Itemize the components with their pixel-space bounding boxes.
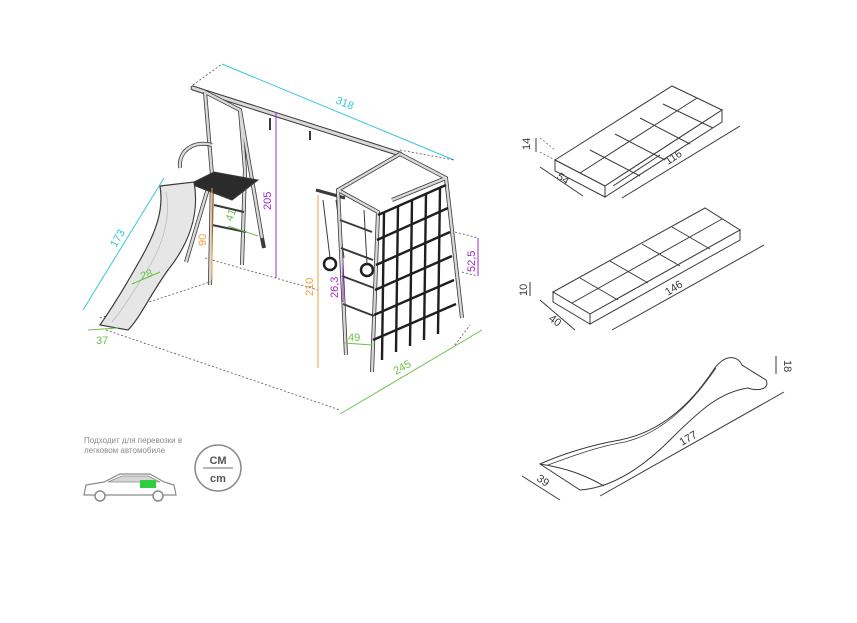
dim-210: 210	[304, 195, 319, 368]
dim-52-5-label: 52,5	[466, 251, 478, 272]
slide-height-label: 18	[781, 360, 793, 372]
box1-depth-label: 54	[554, 171, 571, 188]
transport-caption: Подходит для перевозки в легковом автомо…	[84, 436, 183, 455]
dim-90: 90	[197, 188, 213, 280]
dim-49-label: 49	[348, 332, 360, 344]
package-box-1: 14 54 116	[521, 85, 741, 199]
slide-width-label: 39	[534, 473, 551, 490]
dim-26-3: 26,3	[329, 262, 344, 302]
dim-37: 37	[87, 327, 119, 347]
dim-210-label: 210	[304, 278, 316, 296]
dim-41-label: 41	[224, 207, 239, 223]
dim-318: 318	[192, 63, 455, 161]
slide-part: 18 39 177	[521, 356, 793, 501]
box1-height-label: 14	[521, 138, 533, 150]
slide-length-label: 177	[678, 429, 700, 449]
dim-28: 28	[131, 267, 161, 285]
units-bottom-label: cm	[210, 473, 226, 485]
swing-set-drawing	[98, 85, 471, 411]
car-icon	[83, 473, 177, 502]
dim-52-5: 52,5	[454, 231, 479, 277]
dim-205-label: 205	[262, 192, 274, 210]
dim-49: 49	[343, 332, 373, 346]
dim-37-label: 37	[96, 335, 108, 347]
dim-41: 41	[224, 207, 259, 237]
dim-318-label: 318	[334, 95, 356, 113]
units-top-label: CM	[209, 455, 226, 467]
box2-depth-label: 40	[546, 313, 563, 330]
dim-205: 205	[262, 112, 277, 278]
dim-90-label: 90	[197, 234, 209, 246]
dim-245-label: 245	[392, 358, 414, 378]
box2-height-label: 10	[518, 284, 530, 296]
units-badge-icon: CM cm	[194, 444, 242, 492]
dim-173-label: 173	[108, 228, 128, 250]
package-box-2: 10 40 146	[518, 207, 765, 331]
dim-28-label: 28	[139, 267, 155, 282]
dim-26-3-label: 26,3	[329, 277, 341, 298]
